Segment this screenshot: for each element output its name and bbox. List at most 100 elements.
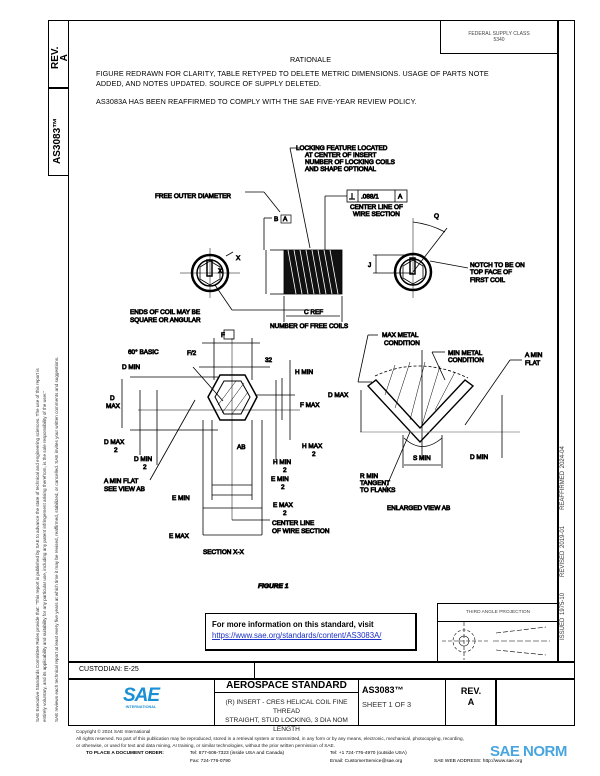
ends-note-line: SQUARE OR ANGULAR — [130, 317, 201, 324]
rationale-title: RATIONALE — [290, 55, 332, 64]
section-title: SECTION X-X — [203, 549, 245, 556]
web-address[interactable]: SAE WEB ADDRESS: http://www.sae.org — [434, 759, 523, 764]
c-ref-label: C REF — [304, 309, 323, 316]
max-metal-label: MAX METAL — [382, 332, 419, 339]
center-line-label: CENTER LINE OF — [350, 204, 403, 211]
h-max-half: H MAX — [302, 443, 323, 450]
rev-divider — [495, 678, 497, 726]
s-min-label: S MIN — [413, 455, 431, 462]
h-min-label: H MIN — [295, 369, 313, 376]
standard-type: AEROSPACE STANDARD — [215, 678, 358, 693]
fcf-datum: A — [398, 194, 403, 201]
rev-cell: REV. A — [446, 678, 496, 726]
e-min-half: E MIN — [271, 476, 289, 483]
min-metal-label: CONDITION — [448, 357, 484, 364]
info-box: For more information on this standard, v… — [205, 613, 417, 651]
center-line-2: CENTER LINE — [272, 520, 314, 527]
coil-side-view — [245, 147, 347, 322]
rationale-text: FIGURE REDRAWN FOR CLARITY, TABLE RETYPE… — [96, 69, 489, 89]
copyright: Copyright © 2024 SAE International — [76, 729, 151, 734]
feature-control-frame — [346, 189, 408, 203]
d-min-half: 2 — [143, 464, 147, 471]
r-min-label: TO FLANKS — [360, 487, 395, 494]
h-min-half: 2 — [283, 467, 287, 474]
fax: Fax: 724-776-0790 — [190, 759, 231, 764]
sae-logo-text: SAE — [122, 685, 160, 706]
ab-label: AB — [237, 444, 246, 451]
notch-note-line: TOP FACE OF — [470, 269, 512, 276]
e-max-half: E MAX — [273, 502, 294, 509]
r-min-label: R MIN — [360, 473, 378, 480]
supply-class-value: 5340 — [493, 37, 505, 43]
a-min-flat-label: A MIN — [525, 352, 543, 359]
h-max-half: 2 — [312, 451, 316, 458]
free-coils-label: NUMBER OF FREE COILS — [270, 323, 348, 330]
title-line: STRAIGHT, STUD LOCKING, 3 DIA NOM LENGTH — [225, 717, 348, 733]
d-max-half: D MAX — [104, 439, 125, 446]
tel-intl: Tel: +1 724-776-4970 (outside USA) — [330, 751, 407, 756]
e-min-half: 2 — [281, 484, 285, 491]
supply-class-label: FEDERAL SUPPLY CLASS — [468, 31, 530, 37]
revised-date: REVISED 2019-01 — [560, 525, 566, 577]
a-min-flat-label: FLAT — [525, 360, 540, 367]
figure-caption: FIGURE 1 — [258, 583, 289, 590]
title-block-divider — [68, 678, 575, 680]
notch-note-line: NOTCH TO BE ON — [470, 262, 525, 269]
rev-label: REV. — [460, 686, 482, 696]
rationale-line: FIGURE REDRAWN FOR CLARITY, TABLE RETYPE… — [96, 69, 489, 78]
section-x-x — [121, 329, 300, 536]
enlarged-title: ENLARGED VIEW AB — [387, 505, 450, 512]
e-max-label: E MAX — [169, 533, 190, 540]
drawing-frame — [68, 20, 575, 726]
d-max-label: D — [110, 395, 115, 402]
a-min-flat-see: A MIN FLAT — [104, 478, 138, 485]
rights-line: All rights reserved. No part of this pub… — [76, 735, 464, 741]
title-line: (R) INSERT - CRES HELICAL COIL FINE THRE… — [225, 699, 348, 715]
d-min-enlarged: D MIN — [470, 454, 488, 461]
section-x-label-bottom: X — [218, 268, 223, 275]
free-outer-diameter-label: FREE OUTER DIAMETER — [155, 193, 231, 200]
supply-class-box: FEDERAL SUPPLY CLASS 5340 — [440, 20, 557, 54]
revision-strip: ISSUED 1975-10 REVISED 2019-01 REAFFIRME… — [560, 446, 566, 640]
a-min-flat-see: SEE VIEW AB — [104, 486, 145, 493]
doc-number: AS3083™ — [362, 685, 404, 695]
rights-line: or otherwise, or used for text and data … — [76, 742, 335, 748]
rev-value: A — [467, 697, 475, 707]
locking-note-line: NUMBER OF LOCKING COILS — [305, 159, 395, 166]
max-metal-label: CONDITION — [384, 340, 420, 347]
watermark: SAE NORM — [490, 743, 567, 760]
center-line-label: WIRE SECTION — [353, 211, 400, 218]
end-view-right — [373, 218, 469, 298]
figure-1-drawing: X X ENDS OF COIL MAY BE SQUARE OR ANGULA… — [104, 145, 544, 591]
e-max-half: 2 — [283, 510, 287, 517]
email[interactable]: Email: CustomerService@sae.org — [330, 759, 403, 764]
center-line-2: OF WIRE SECTION — [272, 528, 330, 535]
projection-label: THIRD ANGLE PROJECTION — [438, 604, 558, 622]
footer: Copyright © 2024 SAE International All r… — [76, 729, 576, 749]
fcf-tolerance: .088/1 — [361, 194, 379, 201]
locking-note-line: LOCKING FEATURE LOCATED — [296, 145, 388, 152]
e-min-label: E MIN — [172, 495, 190, 502]
locking-note-line: AT CENTER OF INSERT — [305, 152, 376, 159]
info-text: For more information on this standard, v… — [212, 620, 374, 629]
q-label: Q — [434, 213, 439, 220]
tel-us: Tel: 877-606-7323 (inside USA and Canada… — [190, 751, 285, 756]
rationale-line: ADDED, AND NOTES UPDATED. SOURCE OF SUPP… — [96, 79, 322, 88]
sheet-number: SHEET 1 OF 3 — [362, 700, 412, 709]
third-angle-projection-icon — [442, 622, 550, 660]
d-min-label: D MIN — [122, 364, 140, 371]
f-max-label: F MAX — [300, 402, 320, 409]
standard-link[interactable]: https://www.sae.org/standards/content/AS… — [212, 631, 382, 640]
j-label: J — [368, 262, 371, 269]
title-cell: AEROSPACE STANDARD (R) INSERT - CRES HEL… — [215, 678, 359, 733]
min-metal-label: MIN METAL — [448, 350, 483, 357]
datum-b: B — [274, 216, 278, 223]
issued-date: ISSUED 1975-10 — [560, 592, 566, 640]
h-min-half: H MIN — [273, 459, 291, 466]
doc-number-cell: AS3083™ SHEET 1 OF 3 — [359, 678, 446, 726]
r-min-label: TANGENT — [360, 480, 390, 487]
reaffirmed-date: REAFFIRMED 2024-04 — [560, 446, 566, 510]
enlarged-view-ab — [357, 334, 522, 491]
document-title: (R) INSERT - CRES HELICAL COIL FINE THRE… — [215, 698, 358, 734]
basic-60-label: 60° BASIC — [128, 348, 159, 356]
